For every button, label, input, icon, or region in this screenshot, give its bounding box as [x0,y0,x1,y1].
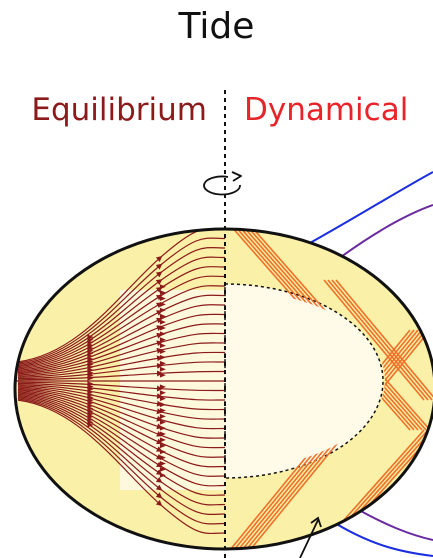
orbit-curve-purple-upper [330,205,433,265]
orbit-curve-blue-lower [330,520,433,556]
orbit-curve-blue-upper [310,172,433,243]
rotation-arrow-icon [204,172,241,194]
